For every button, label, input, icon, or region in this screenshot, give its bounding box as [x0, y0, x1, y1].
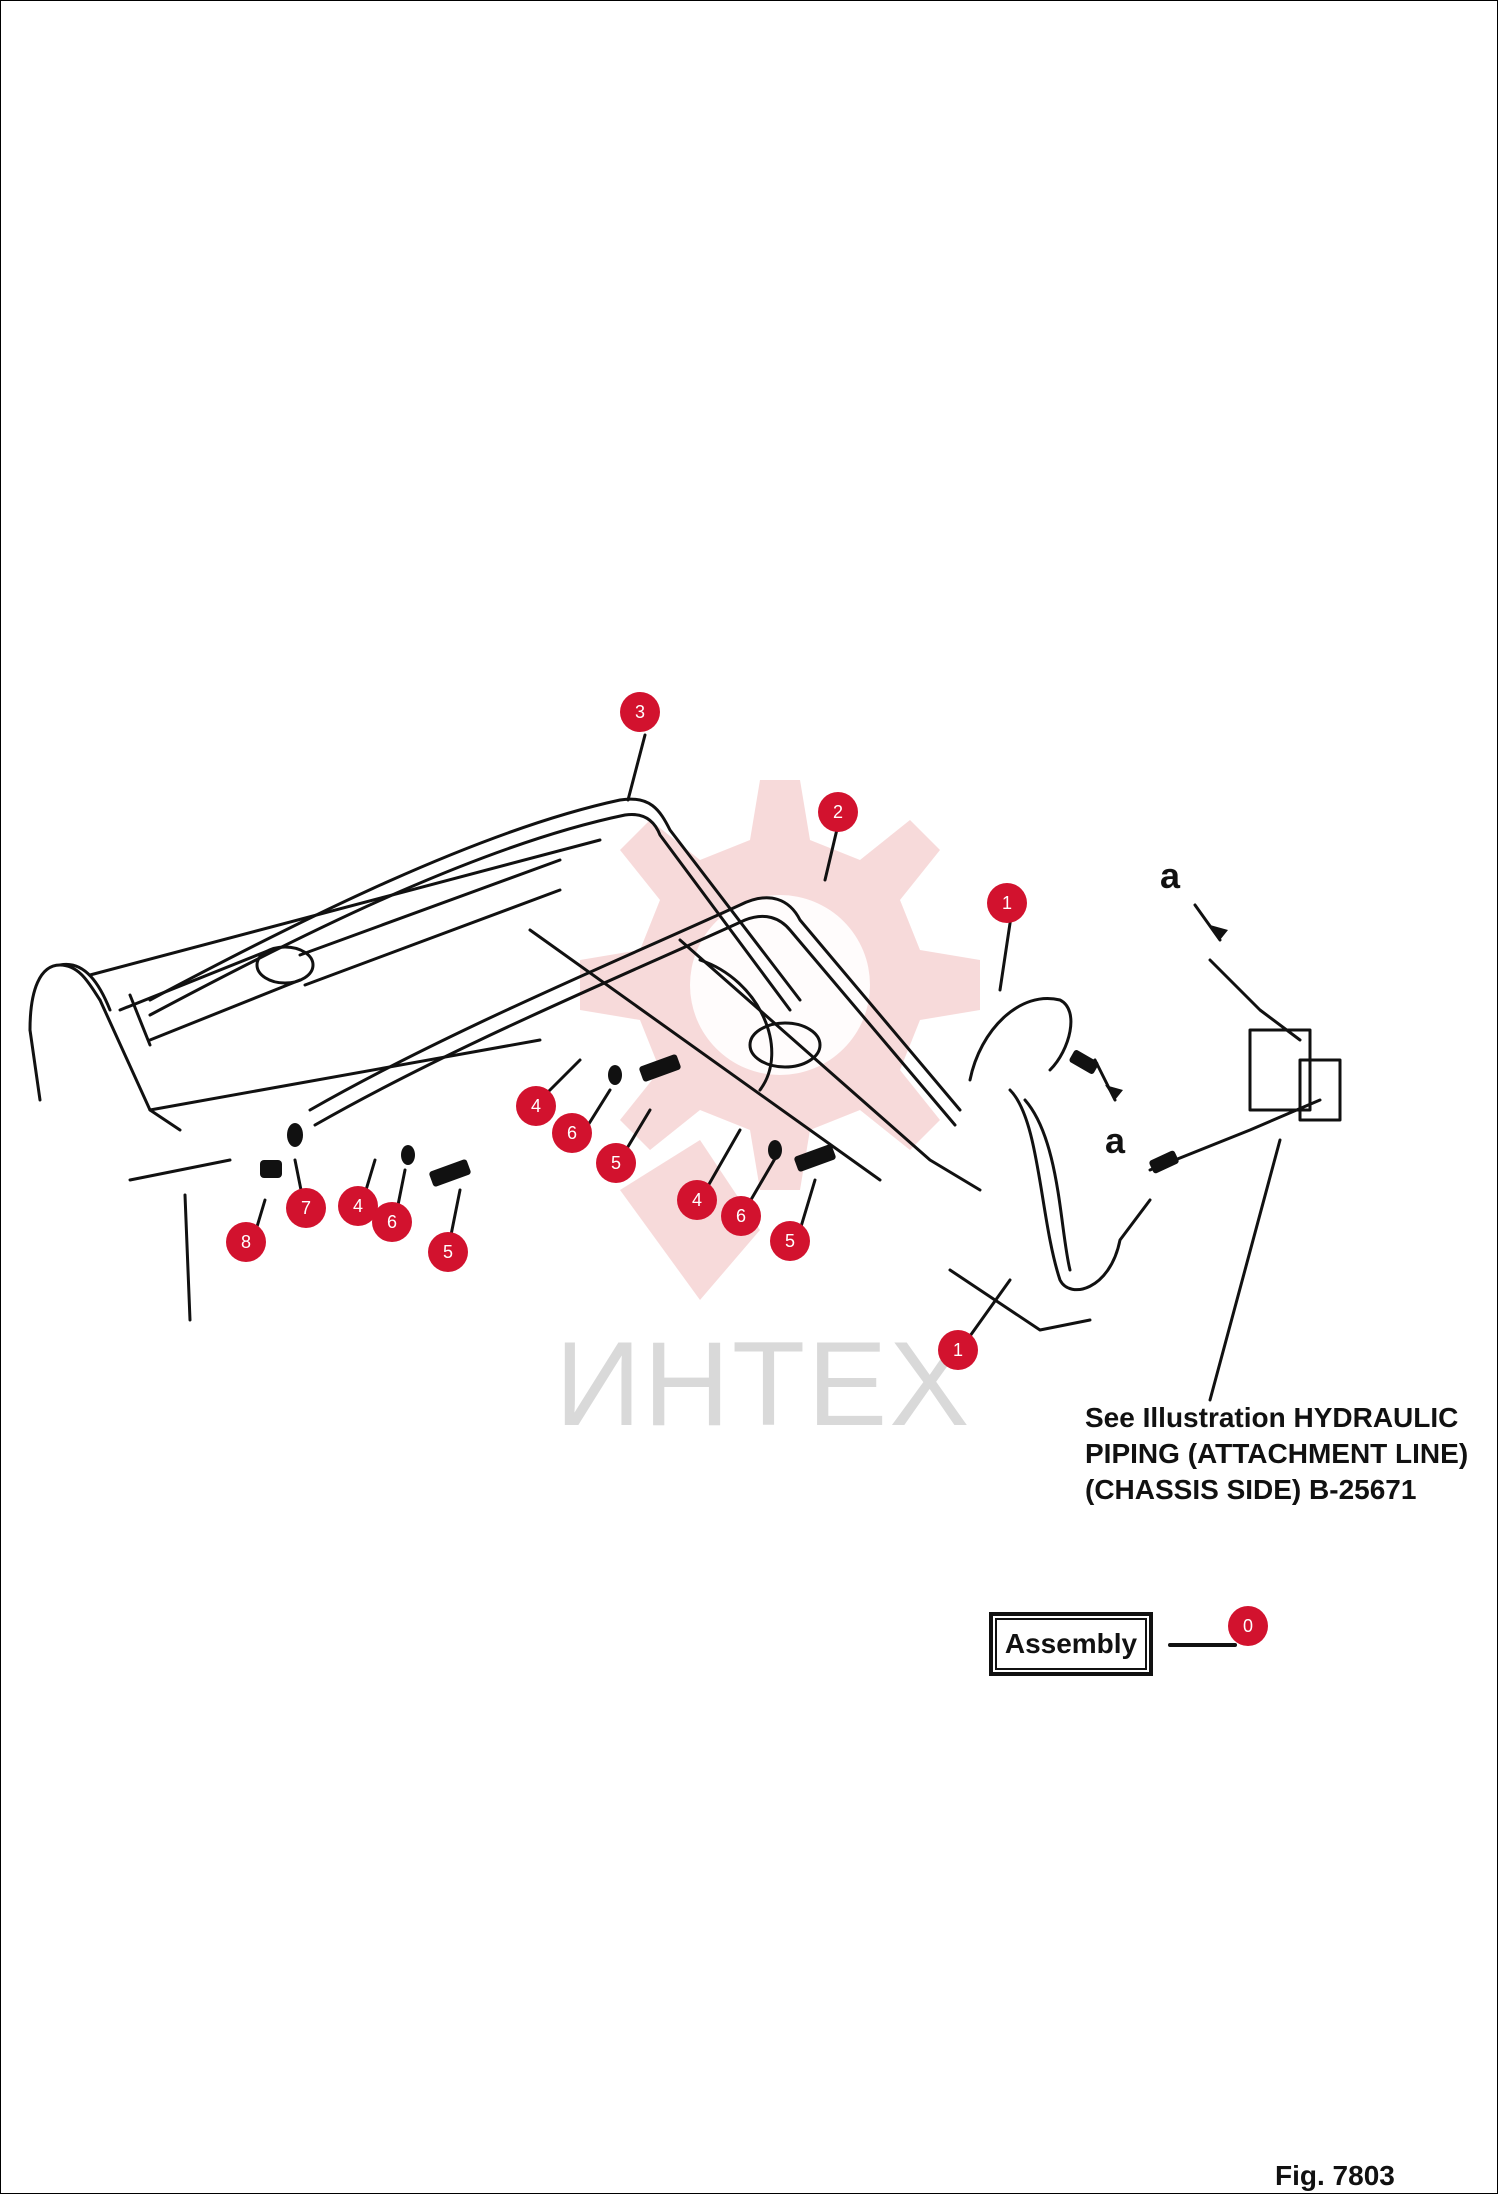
svg-text:3: 3 — [635, 702, 645, 722]
callout-0: 0 — [1228, 1606, 1268, 1646]
svg-text:5: 5 — [443, 1242, 453, 1262]
svg-text:6: 6 — [567, 1123, 577, 1143]
callout-6: 6 — [721, 1196, 761, 1236]
svg-text:2: 2 — [833, 802, 843, 822]
note-line: PIPING (ATTACHMENT LINE) — [1085, 1438, 1469, 1469]
svg-text:6: 6 — [387, 1212, 397, 1232]
callout-8: 8 — [226, 1222, 266, 1262]
svg-text:4: 4 — [692, 1190, 702, 1210]
note-line: See Illustration HYDRAULIC — [1085, 1402, 1459, 1433]
svg-text:1: 1 — [953, 1340, 963, 1360]
svg-text:5: 5 — [785, 1231, 795, 1251]
watermark-text: ИНТЕХ — [555, 1317, 972, 1451]
svg-text:4: 4 — [531, 1096, 541, 1116]
callout-5: 5 — [770, 1221, 810, 1261]
gear-logo-icon — [580, 780, 980, 1300]
svg-text:0: 0 — [1243, 1616, 1253, 1636]
figure-label: Fig. 7803 — [1275, 2160, 1395, 2191]
callout-6: 6 — [552, 1113, 592, 1153]
svg-text:8: 8 — [241, 1232, 251, 1252]
callout-6: 6 — [372, 1202, 412, 1242]
svg-text:1: 1 — [1002, 893, 1012, 913]
svg-text:5: 5 — [611, 1153, 621, 1173]
callout-3: 3 — [620, 692, 660, 732]
svg-text:6: 6 — [736, 1206, 746, 1226]
callout-5: 5 — [428, 1232, 468, 1272]
svg-text:7: 7 — [301, 1198, 311, 1218]
callout-4: 4 — [677, 1180, 717, 1220]
callout-4: 4 — [516, 1086, 556, 1126]
reference-letter-a: a — [1105, 1120, 1126, 1161]
see-illustration-note: See Illustration HYDRAULIC PIPING (ATTAC… — [1085, 1400, 1468, 1508]
callout-1: 1 — [987, 883, 1027, 923]
callout-5: 5 — [596, 1143, 636, 1183]
callout-7: 7 — [286, 1188, 326, 1228]
callout-2: 2 — [818, 792, 858, 832]
reference-letter-a: a — [1160, 855, 1181, 896]
callout-4: 4 — [338, 1186, 378, 1226]
svg-text:4: 4 — [353, 1196, 363, 1216]
callout-1: 1 — [938, 1330, 978, 1370]
assembly-box: Assembly — [989, 1612, 1153, 1676]
note-line: (CHASSIS SIDE) B-25671 — [1085, 1474, 1417, 1505]
